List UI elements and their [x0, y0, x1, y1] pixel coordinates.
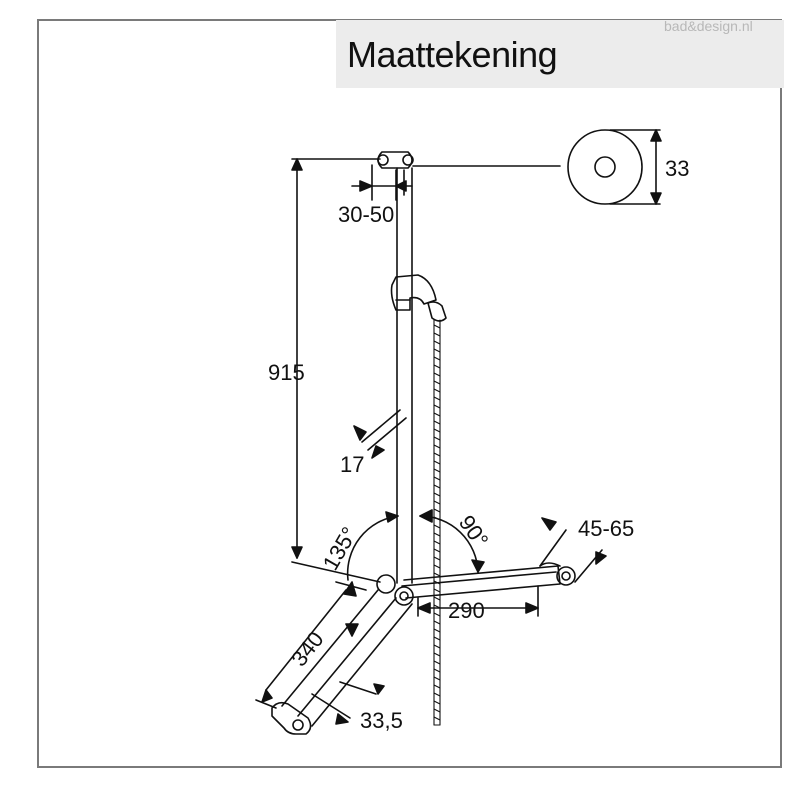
arm-length-dimension [255, 581, 367, 709]
dim-shelf-length: 290 [448, 598, 485, 623]
dim-angle-left: 135° [318, 523, 362, 575]
top-bracket [377, 151, 561, 169]
dim-arm-length: 340 [286, 627, 328, 671]
title-bar [336, 20, 784, 88]
wall-disc [567, 129, 643, 205]
dim-rail-width: 17 [340, 452, 364, 477]
shower-holder [390, 274, 447, 322]
rail-width-dimension [353, 409, 407, 459]
watermark-logo: bad&design.nl [664, 18, 753, 34]
angle-arcs [291, 509, 485, 583]
shelf-arm [401, 562, 576, 599]
height-dimension [291, 158, 381, 559]
shower-hose [433, 319, 441, 726]
dim-height: 915 [268, 360, 305, 385]
dim-diameter: 33 [665, 156, 689, 181]
vertical-rail [396, 167, 413, 584]
dim-angle-right: 90° [454, 511, 494, 553]
arm-width-dimension [311, 681, 385, 725]
dim-offset: 30-50 [338, 202, 394, 227]
offset-dimension [351, 164, 413, 201]
shelf-depth-dimension [539, 517, 607, 583]
dim-shelf-depth: 45-65 [578, 516, 634, 541]
shelf-length-dimension [417, 585, 539, 617]
diameter-dimension [609, 129, 662, 205]
center-joint [376, 574, 414, 606]
page-title: Maattekening [347, 34, 558, 75]
dim-arm-width: 33,5 [360, 708, 403, 733]
